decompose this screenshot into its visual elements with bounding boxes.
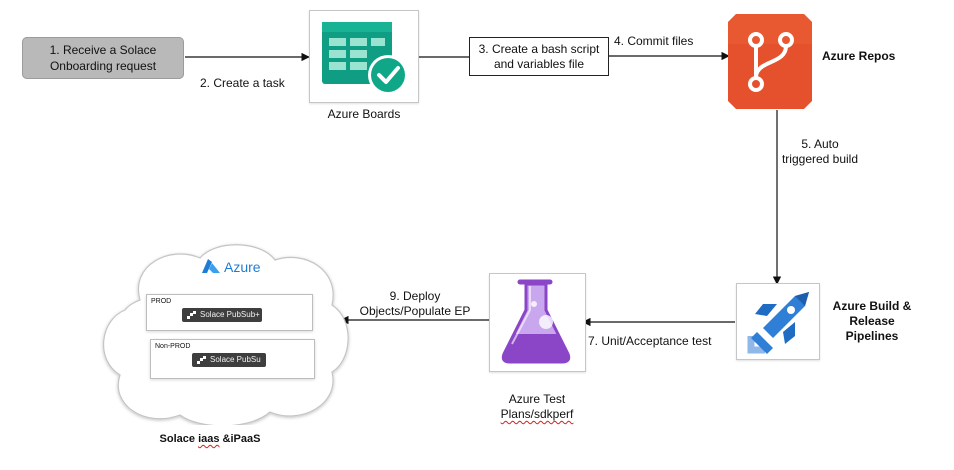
- cloud-caption-prefix: Solace: [159, 433, 199, 445]
- pipelines-line3: Pipelines: [845, 329, 899, 343]
- step1-line2: Onboarding request: [49, 59, 157, 73]
- azure-pipelines-icon: [747, 292, 809, 354]
- azure-logo-icon: [202, 259, 220, 273]
- azure-repos-label: Azure Repos: [822, 49, 896, 63]
- azure-logo-text: Azure: [224, 259, 261, 275]
- cloud-shape: [103, 244, 349, 425]
- testplans-line2: Plans/sdkperf: [500, 407, 574, 421]
- step9-line2: Objects/Populate EP: [359, 304, 471, 318]
- nonprod-environment: Non-PROD Solace PubSu: [150, 339, 315, 379]
- step9-label: 9. Deploy Objects/Populate EP: [355, 289, 475, 319]
- azure-pipelines-label: Azure Build & Release Pipelines: [822, 299, 922, 344]
- azure-boards-icon: [322, 22, 408, 95]
- prod-label: PROD: [151, 298, 172, 305]
- step5-label: 5. Auto triggered build: [765, 137, 875, 167]
- step2-label: 2. Create a task: [200, 76, 285, 90]
- nonprod-label: Non-PROD: [155, 343, 191, 350]
- solace-pubsub-nonprod-text: Solace PubSu: [210, 355, 261, 364]
- step7-label: 7. Unit/Acceptance test: [588, 334, 712, 348]
- step3-line1: 3. Create a bash script: [478, 41, 600, 56]
- solace-pubsub-prod-badge: Solace PubSub+: [182, 308, 262, 322]
- start-box: 1. Receive a Solace Onboarding request: [22, 37, 184, 79]
- step1-line1: 1. Receive a Solace: [49, 43, 157, 57]
- solace-logo-icon: [197, 356, 206, 364]
- azure-boards-label: Azure Boards: [327, 107, 401, 121]
- solace-pubsub-nonprod-badge: Solace PubSu: [192, 353, 266, 367]
- step5-line2: triggered build: [781, 152, 859, 166]
- step3-box: 3. Create a bash script and variables fi…: [469, 37, 609, 76]
- testplans-line2-wrap: Plans/sdkperf: [487, 407, 587, 422]
- step9-line1: 9. Deploy: [389, 289, 441, 303]
- pipelines-line2: Release: [849, 314, 895, 328]
- prod-environment: PROD Solace PubSub+: [146, 294, 313, 331]
- solace-logo-icon: [187, 311, 196, 319]
- testplans-line1: Azure Test: [508, 392, 566, 406]
- solace-pubsub-prod-text: Solace PubSub+: [200, 310, 260, 319]
- step3-line2: and variables file: [493, 56, 585, 71]
- step4-label: 4. Commit files: [614, 34, 694, 48]
- cloud-caption-iaas: iaas: [198, 433, 220, 445]
- azure-pipelines-tile: [736, 283, 820, 360]
- pipelines-line1: Azure Build &: [832, 299, 912, 313]
- azure-test-plans-icon: [501, 279, 571, 364]
- azure-repos-icon: [728, 14, 812, 109]
- azure-boards-tile: [309, 10, 419, 103]
- cloud-caption: Solace iaas &iPaaS: [150, 432, 270, 447]
- azure-test-plans-tile: [489, 273, 586, 372]
- cloud-caption-suffix: &iPaaS: [219, 433, 261, 445]
- azure-logo: Azure: [200, 259, 261, 275]
- step5-line1: 5. Auto: [801, 137, 839, 151]
- azure-test-plans-label: Azure Test Plans/sdkperf: [487, 392, 587, 422]
